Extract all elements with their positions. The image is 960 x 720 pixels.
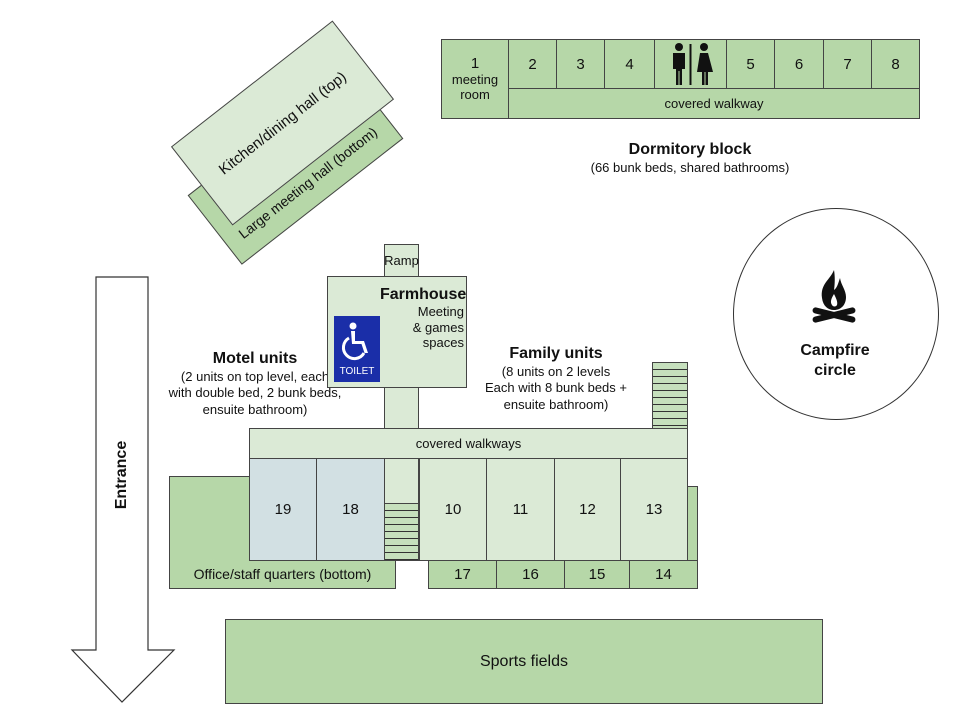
- motel-desc-2: with double bed, 2 bunk beds,: [168, 385, 342, 401]
- dorm-room-5: 5: [726, 39, 775, 89]
- family-unit-13: 13: [620, 458, 688, 561]
- wheelchair-icon: [341, 322, 368, 361]
- restroom-icon: [672, 43, 713, 85]
- farmhouse-title: Farmhouse: [380, 286, 467, 303]
- motel-unit-19: 19: [249, 458, 317, 561]
- family-unit-10: 10: [419, 458, 487, 561]
- family-unit-12: 12: [554, 458, 621, 561]
- dorm-room-2: 2: [508, 39, 557, 89]
- dormitory-caption: Dormitory block (66 bunk beds, shared ba…: [560, 140, 820, 176]
- family-unit-14: 14: [629, 560, 698, 589]
- dorm-bathrooms: [654, 39, 727, 89]
- family-desc-3: ensuite bathroom): [503, 396, 609, 412]
- motel-desc-3: ensuite bathroom): [202, 401, 308, 417]
- family-unit-15: 15: [564, 560, 630, 589]
- farmhouse-desc-1: Meeting: [417, 304, 464, 320]
- central-stairs: [384, 503, 419, 561]
- family-desc-2: Each with 8 bunk beds +: [484, 380, 627, 396]
- family-unit-17: 17: [428, 560, 497, 589]
- meeting-room-label-1: meeting: [451, 71, 499, 87]
- dorm-room-3: 3: [556, 39, 605, 89]
- entrance-arrow: [70, 276, 176, 703]
- motel-title: Motel units: [212, 350, 298, 367]
- entrance-label: Entrance: [113, 440, 130, 510]
- motel-desc-1: (2 units on top level, each: [180, 369, 330, 384]
- meeting-room-label-2: room: [460, 86, 490, 102]
- farmhouse-desc-2: & games: [412, 319, 464, 335]
- campfire-caption: Campfire circle: [770, 341, 900, 381]
- family-caption: Family units (8 units on 2 levels Each w…: [476, 344, 636, 413]
- motel-unit-18: 18: [316, 458, 385, 561]
- family-stairs: [652, 362, 688, 429]
- office-label: Office/staff quarters (bottom): [193, 566, 372, 582]
- farmhouse-desc-3: spaces: [422, 335, 464, 351]
- dorm-room-4: 4: [604, 39, 655, 89]
- motel-caption: Motel units (2 units on top level, each …: [160, 349, 350, 418]
- toilet-label: TOILET: [339, 366, 375, 377]
- family-unit-16: 16: [496, 560, 565, 589]
- dorm-covered-walkway: covered walkway: [508, 88, 920, 119]
- farmhouse-caption: Farmhouse Meeting & games spaces: [380, 285, 467, 351]
- meeting-room-1: 1 meeting room: [441, 39, 509, 119]
- covered-walkways: covered walkways: [249, 428, 688, 459]
- dorm-room-7: 7: [823, 39, 872, 89]
- dorm-room-8: 8: [871, 39, 920, 89]
- family-title: Family units: [509, 345, 603, 362]
- family-desc-1: (8 units on 2 levels: [501, 364, 611, 379]
- family-unit-11: 11: [486, 458, 555, 561]
- dormitory-title: Dormitory block: [628, 141, 752, 158]
- farmhouse-connector: [384, 387, 419, 429]
- campfire-label-1: Campfire: [800, 342, 870, 359]
- meeting-room-number: 1: [470, 55, 480, 73]
- dorm-room-6: 6: [774, 39, 824, 89]
- campfire-label-2: circle: [814, 362, 856, 379]
- ramp: Ramp: [384, 244, 419, 277]
- campfire-icon: [812, 270, 856, 323]
- sports-fields: Sports fields: [225, 619, 823, 704]
- dormitory-subtitle: (66 bunk beds, shared bathrooms): [590, 160, 790, 175]
- accessible-toilet-sign: TOILET: [334, 316, 380, 382]
